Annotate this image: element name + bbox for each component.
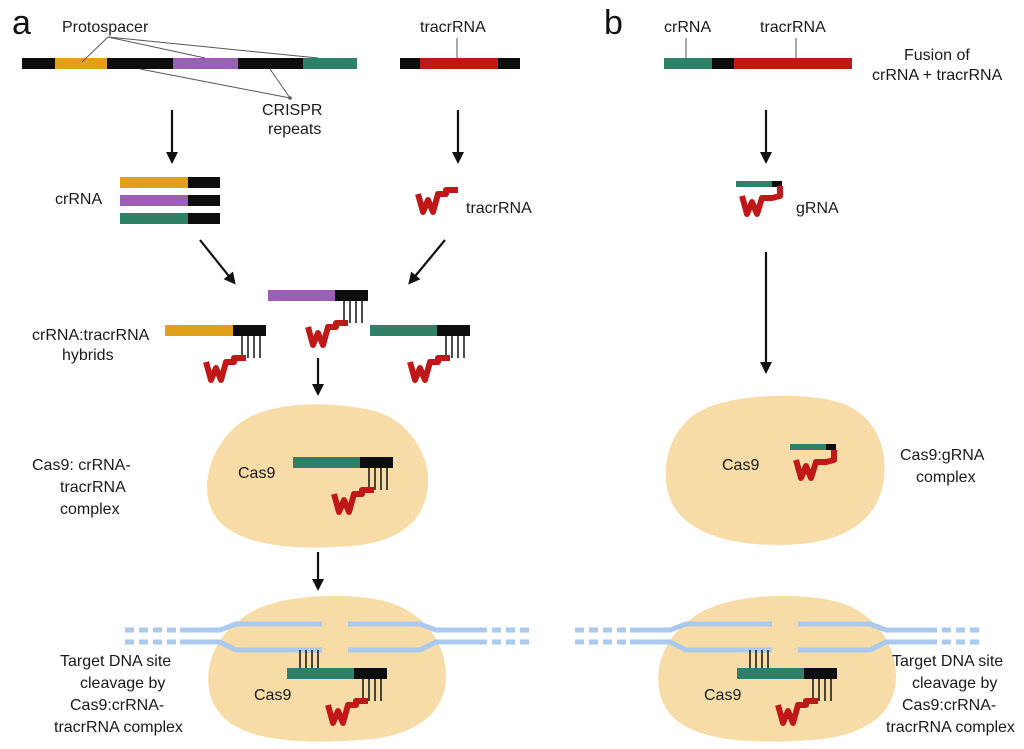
target-a-label-4: tracrRNA complex [54,719,183,736]
crispr-array [22,58,357,69]
cas9-complex-label-2: tracrRNA [60,479,126,496]
target-b-label-4: tracrRNA complex [886,719,1015,736]
tracrrna-mid-label: tracrRNA [466,200,532,217]
target-b-label-3: Cas9:crRNA- [902,697,996,714]
crispr-repeat-leaders [139,68,291,99]
crispr-repeats-label-2: repeats [268,121,321,138]
tracrrna-squiggle [418,190,458,212]
target-dna-b [575,621,980,653]
panel-label-b: b [604,4,623,42]
hybrid-purple [268,290,368,345]
protospacer-label: Protospacer [62,19,149,36]
target-a-label-3: Cas9:crRNA- [70,697,164,714]
crrna-stack [120,177,220,224]
cas9-protein-b [665,395,885,545]
hybrid-green [370,325,470,380]
cas9-protein-a [207,404,429,548]
target-a-label-2: cleavage by [80,675,165,692]
protospacer-green [303,58,357,69]
cas9-complex-label-3: complex [60,501,120,518]
target-b-label-2: cleavage by [912,675,997,692]
hybrid-orange [165,325,266,380]
fusion-label-2: crRNA + tracrRNA [872,67,1003,84]
target-dna-a [125,621,530,653]
cas9-complex-label-1: Cas9: crRNA- [32,457,131,474]
tracrrna-b-label: tracrRNA [760,19,826,36]
cas9-grna-label-1: Cas9:gRNA [900,447,985,464]
hybrids-label-2: hybrids [62,347,114,364]
arrow-diag-right [408,239,446,285]
cas9-label-a2: Cas9 [254,687,291,704]
tracrrna-top-label: tracrRNA [420,19,486,36]
cas9-label-b2: Cas9 [704,687,741,704]
cas9-label-b: Cas9 [722,457,759,474]
crrna-stack-label: crRNA [55,191,102,208]
cas9-grna-label-2: complex [916,469,976,486]
protospacer-leaders [81,36,319,63]
cas9-bound-rna-a [293,457,393,512]
arrow-diag-left [199,239,236,285]
fusion-rna-bar [664,58,852,69]
cas9-label-a: Cas9 [238,465,275,482]
cas9-bound-grna-b [790,444,837,481]
cas9-bound-rna-b2 [737,650,837,723]
hybrids-label-1: crRNA:tracrRNA [32,327,150,344]
cas9-bound-rna-a2 [287,650,387,723]
protospacer-orange [55,58,107,69]
target-a-label-1: Target DNA site [60,653,171,670]
panel-label-a: a [12,4,31,42]
grna-molecule [736,181,783,217]
grna-label: gRNA [796,200,839,217]
crrna-b-label: crRNA [664,19,711,36]
tracrrna-gene [400,58,520,69]
protospacer-purple [173,58,238,69]
target-b-label-1: Target DNA site [892,653,1003,670]
crispr-repeats-label-1: CRISPR [262,102,322,119]
fusion-label-1: Fusion of [904,47,970,64]
